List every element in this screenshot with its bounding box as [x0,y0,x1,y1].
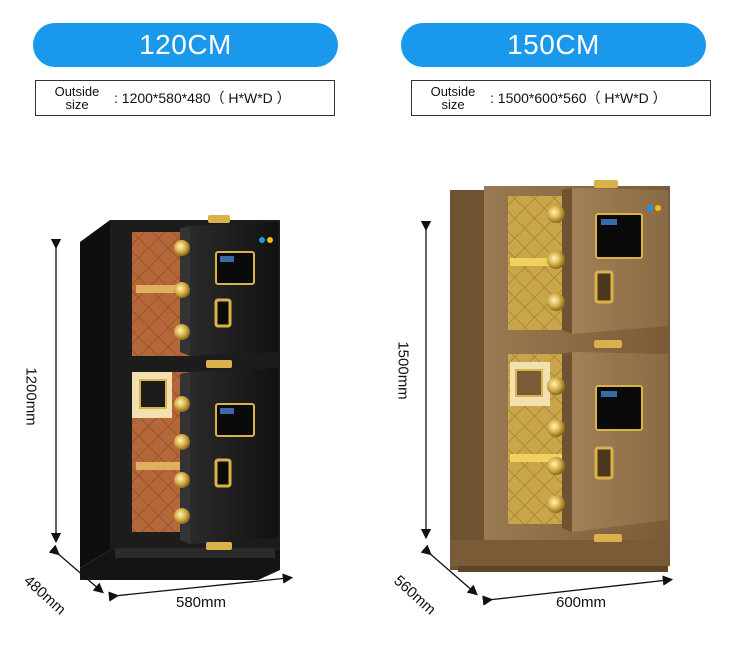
right-height-label: 1500mm [394,341,412,400]
left-height-label: 1200mm [22,367,40,426]
left-dimension-lines [48,238,294,602]
left-width-label: 580mm [176,594,227,611]
right-width-label: 600mm [556,594,607,611]
left-outside-size-label: Outside size [54,84,100,112]
right-size-title: 150CM [401,23,706,67]
right-outside-size-label: Outside size [430,84,476,112]
right-safe [450,180,670,572]
left-spec-box: Outside size : 1200*580*480（ H*W*D ） [35,80,335,116]
left-safe [80,215,280,580]
right-spec-box: Outside size : 1500*600*560（ H*W*D ） [411,80,711,116]
left-size-title: 120CM [33,23,338,67]
right-dimensions: : 1500*600*560（ H*W*D ） [490,90,667,106]
right-dimension-lines [420,220,674,606]
left-dimensions: : 1200*580*480（ H*W*D ） [114,90,291,106]
